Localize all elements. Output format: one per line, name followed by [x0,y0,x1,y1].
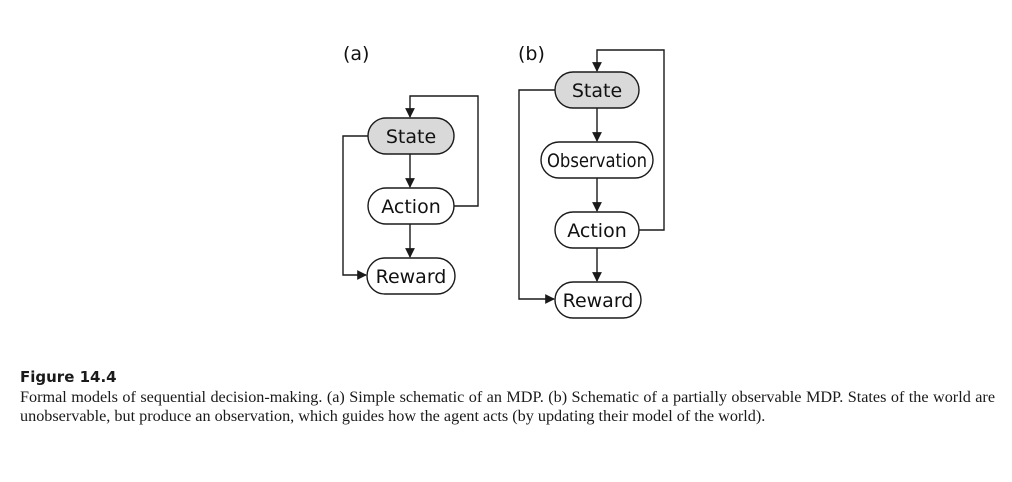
caption-title: Figure 14.4 [20,368,117,386]
panel-a: (a) State Action Reward [342,43,479,295]
node-a-state-box [367,117,455,155]
node-b-reward-label: Reward [563,290,634,312]
node-b-observation: Observation [540,141,654,179]
figure-caption: Figure 14.4 Formal models of sequential … [20,368,995,426]
node-b-state-label: State [572,80,622,102]
edge-b-state-to-reward [518,89,555,304]
node-a-action: Action [367,187,455,225]
edge-a-state-to-reward [342,135,368,280]
edge-a-action-loop-to-state [405,95,479,207]
node-b-state: State [554,71,640,109]
panel-b: (b) State Observation Action Reward [518,43,665,319]
node-b-observation-label: Observation [547,150,647,172]
node-a-reward-box [366,257,456,295]
figure-diagram: (a) State Action Reward (b) St [342,43,665,319]
node-a-reward: Reward [366,257,456,295]
node-b-observation-box [540,141,654,179]
node-b-state-box [554,71,640,109]
node-b-action: Action [554,211,640,249]
node-b-action-label: Action [567,220,627,242]
node-b-action-box [554,211,640,249]
node-a-reward-label: Reward [376,266,447,288]
node-b-reward: Reward [554,281,642,319]
node-a-action-label: Action [381,196,441,218]
node-a-state: State [367,117,455,155]
caption-text: Formal models of sequential decision-mak… [20,388,995,425]
panel-a-label: (a) [343,43,369,65]
edge-b-action-loop-to-state [592,49,665,231]
node-a-action-box [367,187,455,225]
node-b-reward-box [554,281,642,319]
panel-b-label: (b) [518,43,545,65]
node-a-state-label: State [386,126,436,148]
